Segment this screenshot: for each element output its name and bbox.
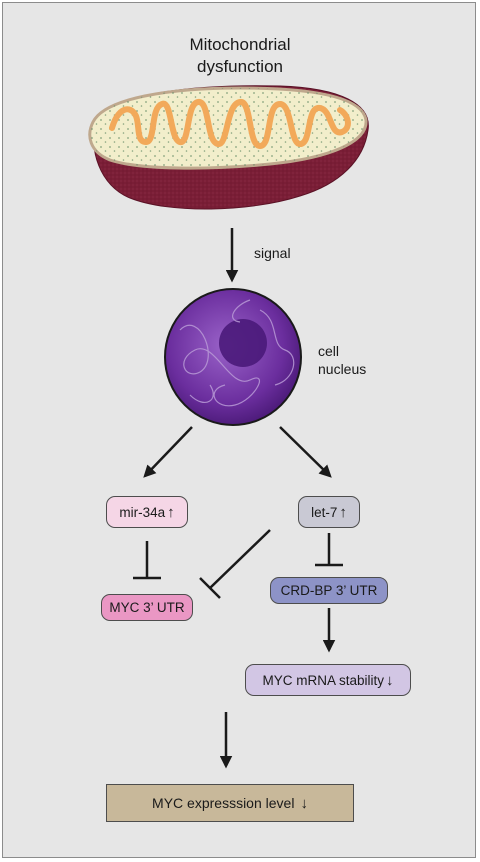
nucleolus	[219, 319, 267, 367]
title-line-1: Mitochondrial	[189, 35, 291, 54]
mir34a-node: mir-34a ↑	[106, 496, 188, 528]
signal-label: signal	[254, 245, 291, 261]
mitochondrion-cristae	[109, 99, 351, 149]
myc-3utr-node: MYC 3’ UTR	[101, 594, 193, 621]
up-arrow-icon: ↑	[339, 503, 347, 521]
cell-nucleus-illustration	[164, 288, 302, 426]
myc-expression-level-node: MYC expresssion level ↓	[106, 784, 354, 822]
mir34a-text: mir-34a	[119, 504, 166, 520]
cell-nucleus-label: cell nucleus	[318, 342, 366, 378]
myc-mrna-stability-node: MYC mRNA stability ↓	[245, 664, 411, 696]
let7-inhibits-crdbp-utr	[315, 533, 343, 567]
let7-node: let-7 ↑	[298, 496, 360, 528]
let7-inhibits-myc-utr	[199, 529, 271, 599]
nucleus-to-mir34a-arrow	[143, 426, 193, 478]
mir34a-inhibits-myc-utr	[133, 541, 161, 580]
myc-mrna-stability-text: MYC mRNA stability	[262, 672, 385, 688]
nucleus-label-line-2: nucleus	[318, 361, 367, 377]
myc-expression-level-text: MYC expresssion level	[152, 795, 295, 811]
mitochondrion-illustration	[88, 85, 369, 210]
up-arrow-icon: ↑	[167, 503, 175, 521]
title-line-2: dysfunction	[197, 57, 283, 76]
crdbp-3utr-node: CRD-BP 3’ UTR	[270, 577, 388, 604]
let7-text: let-7	[311, 504, 338, 520]
down-arrow-icon: ↓	[300, 794, 308, 812]
nucleus-label-line-1: cell	[318, 343, 340, 359]
crdbp-3utr-text: CRD-BP 3’ UTR	[280, 583, 378, 598]
chromatin	[179, 299, 295, 407]
nucleus-to-let7-arrow	[279, 426, 332, 478]
myc-3utr-text: MYC 3’ UTR	[109, 600, 185, 615]
mitochondrial-dysfunction-title: Mitochondrial dysfunction	[0, 34, 480, 78]
down-arrow-icon: ↓	[386, 671, 394, 689]
